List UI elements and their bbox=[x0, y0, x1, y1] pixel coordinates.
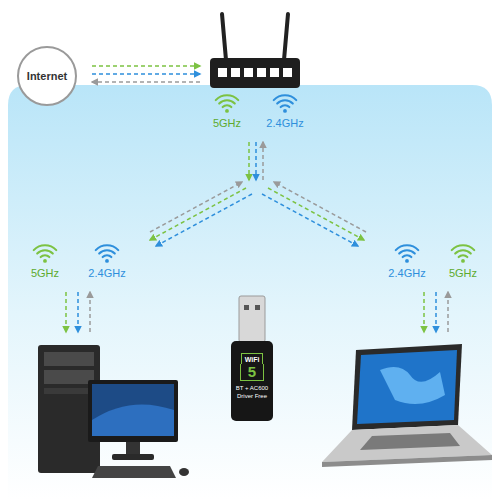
band-label: 5GHz bbox=[449, 268, 477, 279]
usb-plug bbox=[239, 296, 265, 342]
band-label: 2.4GHz bbox=[88, 268, 125, 279]
adapter-body: WiFi5 BT + AC600 Driver Free bbox=[231, 341, 273, 421]
panel bbox=[8, 85, 492, 500]
globe-label: Internet bbox=[26, 70, 68, 82]
band-label: 5GHz bbox=[31, 268, 59, 279]
globe-node: Internet bbox=[17, 46, 77, 106]
router bbox=[210, 14, 300, 88]
wifi-logo-number: 5 bbox=[240, 364, 264, 381]
desktop-computer bbox=[38, 345, 189, 478]
wifi-logo-text: WiFi bbox=[241, 353, 264, 364]
signal-icons bbox=[34, 95, 475, 263]
band-label: 2.4GHz bbox=[388, 268, 425, 279]
adapter-spec: BT + AC600 Driver Free bbox=[235, 385, 269, 400]
link-arrows bbox=[92, 66, 200, 82]
band-label: 5GHz bbox=[213, 118, 241, 129]
laptop bbox=[322, 344, 492, 467]
band-label: 2.4GHz bbox=[266, 118, 303, 129]
